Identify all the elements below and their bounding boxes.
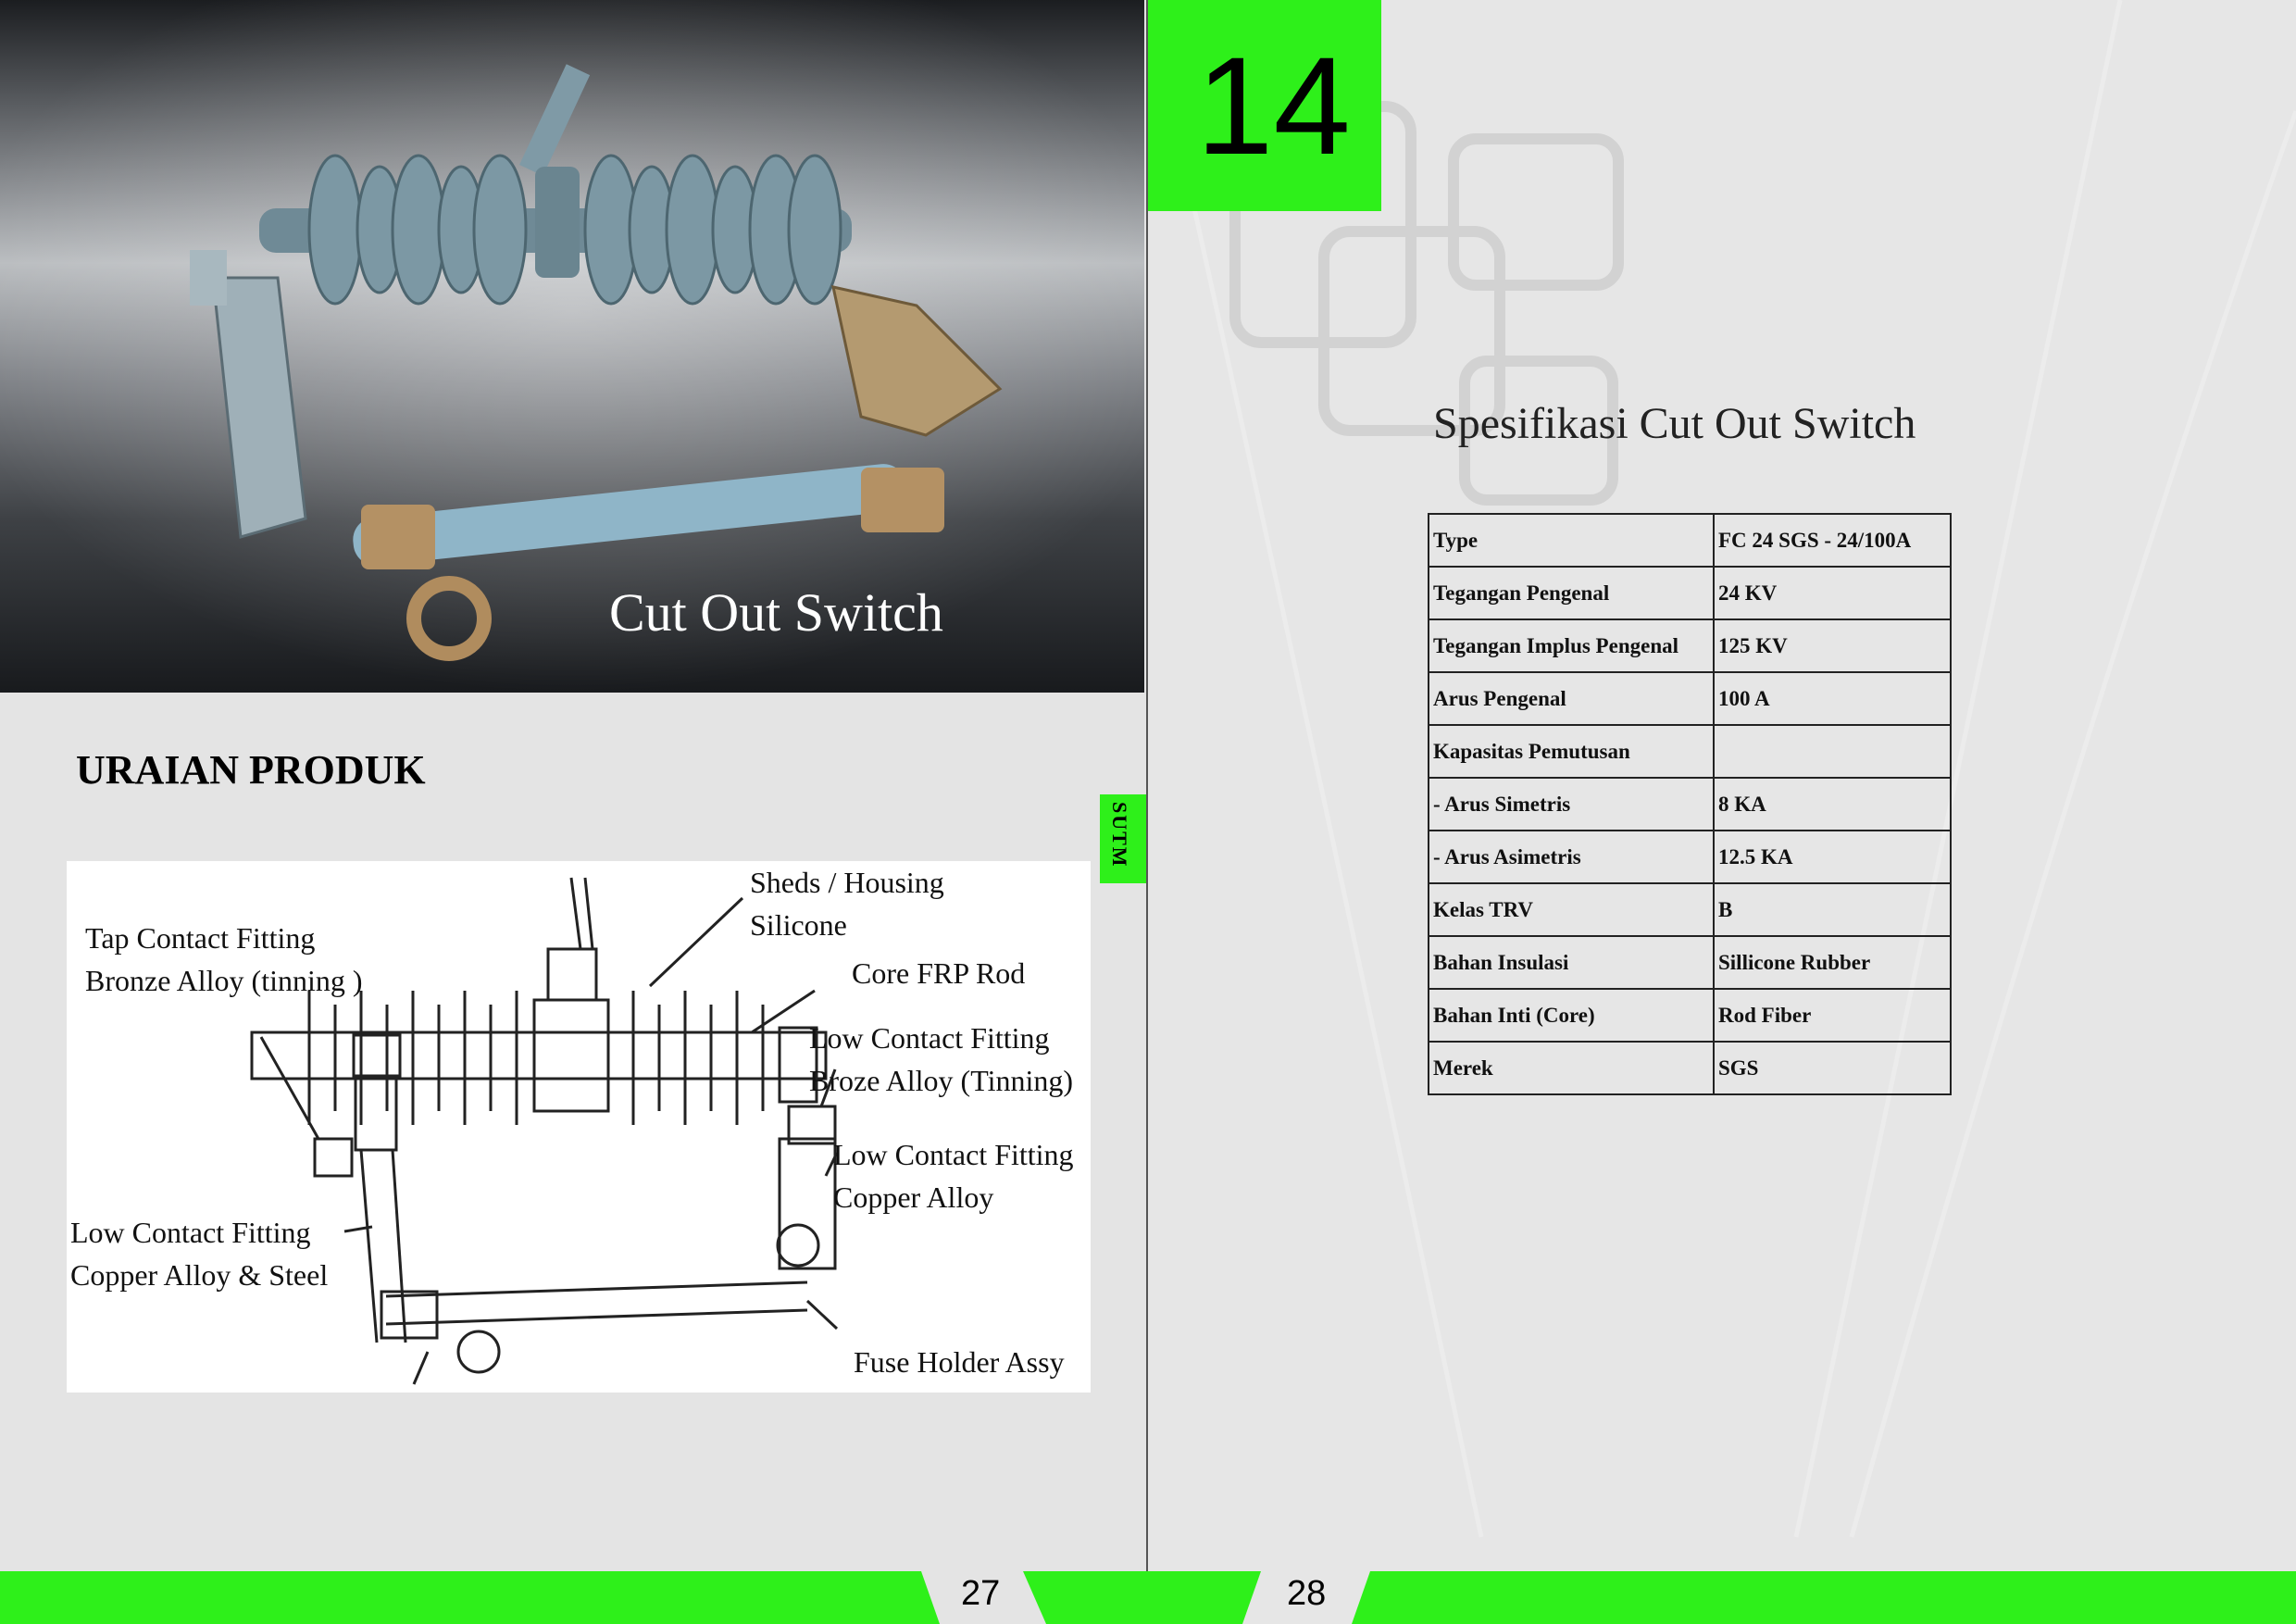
spec-value: 100 A bbox=[1713, 671, 1952, 726]
background-decoration bbox=[1182, 0, 2296, 1538]
label-low-contact-steel: Low Contact Fitting Copper Alloy & Steel bbox=[70, 1211, 328, 1296]
spec-label: Bahan Inti (Core) bbox=[1428, 988, 1715, 1043]
spec-value: B bbox=[1713, 882, 1952, 937]
label-low-contact-copper-line1: Low Contact Fitting bbox=[833, 1138, 1074, 1171]
spec-label: Kelas TRV bbox=[1428, 882, 1715, 937]
spec-label: Arus Pengenal bbox=[1428, 671, 1715, 726]
label-fuse-holder: Fuse Holder Assy bbox=[854, 1341, 1065, 1383]
label-low-contact-bronze: Low Contact Fitting Broze Alloy (Tinning… bbox=[809, 1017, 1073, 1102]
spec-value: 8 KA bbox=[1713, 777, 1952, 831]
label-sheds: Sheds / Housing Silicone bbox=[750, 861, 944, 946]
spec-value: Rod Fiber bbox=[1713, 988, 1952, 1043]
spec-value: SGS bbox=[1713, 1041, 1952, 1095]
parts-diagram-drawing bbox=[250, 877, 839, 1385]
spec-label: Kapasitas Pemutusan bbox=[1428, 724, 1715, 779]
label-core-rod: Core FRP Rod bbox=[852, 952, 1025, 994]
label-low-contact-bronze-line1: Low Contact Fitting bbox=[809, 1021, 1050, 1055]
spec-label: Merek bbox=[1428, 1041, 1715, 1095]
section-side-tab: SUTM bbox=[1100, 794, 1146, 883]
right-page-number: 28 bbox=[1287, 1574, 1327, 1613]
spec-label: Type bbox=[1428, 513, 1715, 568]
left-page-number: 27 bbox=[961, 1574, 1001, 1613]
spec-label: Tegangan Pengenal bbox=[1428, 566, 1715, 620]
page-spine bbox=[1146, 0, 1149, 1574]
section-title: URAIAN PRODUK bbox=[76, 747, 426, 793]
label-low-contact-copper-line2: Copper Alloy bbox=[833, 1181, 994, 1214]
spec-label: - Arus Asimetris bbox=[1428, 830, 1715, 884]
label-fuse-holder-line1: Fuse Holder Assy bbox=[854, 1345, 1065, 1379]
chapter-number-badge: 14 bbox=[1148, 0, 1381, 211]
spec-value: 24 KV bbox=[1713, 566, 1952, 620]
label-tap-contact-line1: Tap Contact Fitting bbox=[85, 921, 316, 955]
label-core-rod-line1: Core FRP Rod bbox=[852, 956, 1026, 990]
photo-caption: Cut Out Switch bbox=[609, 582, 943, 643]
label-low-contact-bronze-line2: Broze Alloy (Tinning) bbox=[809, 1064, 1074, 1097]
label-tap-contact: Tap Contact Fitting Bronze Alloy (tinnin… bbox=[85, 917, 363, 1002]
label-sheds-line2: Silicone bbox=[750, 908, 847, 942]
label-low-contact-copper: Low Contact Fitting Copper Alloy bbox=[833, 1133, 1074, 1218]
spec-title: Spesifikasi Cut Out Switch bbox=[1433, 399, 1916, 448]
parts-diagram: Sheds / Housing Silicone Tap Contact Fit… bbox=[67, 861, 1091, 1393]
spec-value bbox=[1713, 724, 1952, 779]
chapter-number: 14 bbox=[1196, 28, 1351, 183]
left-page: Cut Out Switch URAIAN PRODUK bbox=[0, 0, 1146, 1393]
spec-label: Tegangan Implus Pengenal bbox=[1428, 618, 1715, 673]
side-tab-label: SUTM bbox=[1108, 802, 1131, 868]
cut-out-switch-illustration bbox=[0, 0, 1144, 693]
label-tap-contact-line2: Bronze Alloy (tinning ) bbox=[85, 964, 363, 997]
spec-label: - Arus Simetris bbox=[1428, 777, 1715, 831]
spec-row: Kapasitas Pemutusan bbox=[1428, 724, 1952, 779]
spec-value: 12.5 KA bbox=[1713, 830, 1952, 884]
spec-row: Bahan Inti (Core)Rod Fiber bbox=[1428, 988, 1952, 1043]
spec-value: 125 KV bbox=[1713, 618, 1952, 673]
label-low-contact-steel-line2: Copper Alloy & Steel bbox=[70, 1258, 329, 1292]
label-low-contact-steel-line1: Low Contact Fitting bbox=[70, 1216, 311, 1249]
product-photo: Cut Out Switch bbox=[0, 0, 1144, 693]
spec-value: Sillicone Rubber bbox=[1713, 935, 1952, 990]
spec-label: Bahan Insulasi bbox=[1428, 935, 1715, 990]
spec-value: FC 24 SGS - 24/100A bbox=[1713, 513, 1952, 568]
footer-band bbox=[0, 1571, 2296, 1624]
label-sheds-line1: Sheds / Housing bbox=[750, 866, 944, 899]
